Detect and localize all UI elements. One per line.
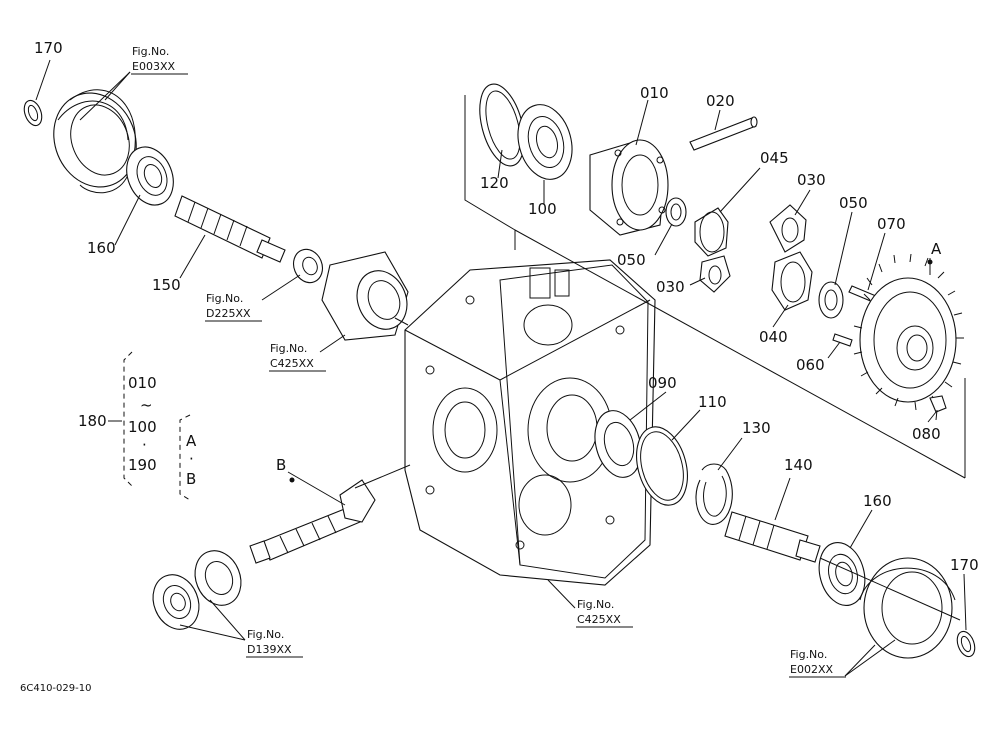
- figure-ref-label: Fig.No.: [790, 648, 827, 661]
- callout-110: 110: [698, 393, 727, 411]
- ring-gear-A: [853, 253, 964, 411]
- callout-160-left: 160: [87, 239, 116, 257]
- figure-ref-code: D225XX: [206, 307, 251, 320]
- bracket-set-dot: ·: [189, 450, 194, 468]
- cover-plate-lower: [859, 557, 956, 659]
- bracket-set-b: B: [186, 470, 196, 488]
- snap-ring-170-top: [23, 99, 43, 127]
- callout-010: 010: [640, 84, 669, 102]
- side-gear-040: [771, 251, 813, 311]
- callout-045: 045: [760, 149, 789, 167]
- pinion-030-lower: [699, 255, 731, 293]
- bracket-last-item: 190: [128, 456, 157, 474]
- assembly-bracket: 180 010 ~ 100 · 190 A · B: [78, 351, 197, 501]
- callout-020: 020: [706, 92, 735, 110]
- callout-140: 140: [784, 456, 813, 474]
- figure-ref-code: E003XX: [132, 60, 175, 73]
- figure-ref-code: E002XX: [790, 663, 833, 676]
- figure-ref-pointers: [79, 71, 896, 677]
- callout-100: 100: [528, 200, 557, 218]
- diff-case-010: [589, 139, 669, 236]
- washer-050-right: [818, 281, 844, 319]
- bracket-range-end: 100: [128, 418, 157, 436]
- pinion-030-upper: [769, 204, 807, 253]
- callout-030-upper: 030: [797, 171, 826, 189]
- figure-ref-e003: Fig.No. E003XX: [131, 45, 188, 75]
- bearing-160-lower: [818, 542, 866, 606]
- figure-ref-code: D139XX: [247, 643, 292, 656]
- bearing-160-upper: [126, 146, 174, 206]
- callout-080: 080: [912, 425, 941, 443]
- bearing-housing-c425: [321, 251, 409, 341]
- callout-090: 090: [648, 374, 677, 392]
- oil-seal-090: [594, 410, 642, 478]
- figure-ref-code: C425XX: [270, 357, 314, 370]
- figure-ref-c425-top: Fig.No. C425XX: [269, 342, 326, 372]
- callout-050-left: 050: [617, 251, 646, 269]
- side-gear-045: [694, 207, 729, 257]
- callout-040: 040: [759, 328, 788, 346]
- bolt-080: [929, 395, 947, 421]
- washer-050-left: [665, 197, 687, 227]
- figure-ref-label: Fig.No.: [132, 45, 169, 58]
- snap-ring-130: [695, 463, 733, 525]
- callout-170-bottom: 170: [950, 556, 979, 574]
- bearing-d139-left: [152, 574, 200, 630]
- figure-ref-label: Fig.No.: [206, 292, 243, 305]
- pinion-shaft-B: [249, 479, 376, 564]
- callout-070: 070: [877, 215, 906, 233]
- figure-reference-labels: Fig.No.E003XXFig.No.D225XXFig.No.C425XXF…: [131, 45, 846, 678]
- ref-dot-B: [289, 477, 295, 483]
- callout-060: 060: [796, 356, 825, 374]
- bearing-100: [517, 104, 573, 180]
- callout-130: 130: [742, 419, 771, 437]
- pin-060: [832, 333, 853, 347]
- callout-050-right: 050: [839, 194, 868, 212]
- pin-020: [689, 116, 758, 151]
- callout-160-right: 160: [863, 492, 892, 510]
- bracket-range-tilde: ~: [140, 396, 153, 414]
- figure-ref-e002: Fig.No. E002XX: [789, 648, 846, 678]
- callout-150: 150: [152, 276, 181, 294]
- figure-ref-label: Fig.No.: [577, 598, 614, 611]
- callout-B-pinion: B: [276, 456, 286, 474]
- shim-110: [636, 426, 688, 506]
- figure-ref-label: Fig.No.: [247, 628, 284, 641]
- bracket-range-start: 010: [128, 374, 157, 392]
- figure-ref-d225: Fig.No. D225XX: [205, 292, 262, 322]
- shaft-150: [174, 195, 286, 263]
- callout-030-lower: 030: [656, 278, 685, 296]
- shaft-140: [724, 511, 821, 563]
- bracket-set-a: A: [186, 432, 197, 450]
- bracket-dot: ·: [142, 436, 147, 454]
- ref-dot-A: [927, 259, 933, 265]
- figure-ref-d139: Fig.No. D139XX: [246, 628, 303, 658]
- document-code: 6C410-029-10: [20, 683, 91, 694]
- figure-ref-c425-bottom: Fig.No. C425XX: [576, 598, 633, 628]
- bracket-number: 180: [78, 412, 107, 430]
- bearing-d139-right: [194, 550, 242, 606]
- callout-120: 120: [480, 174, 509, 192]
- figure-ref-code: C425XX: [577, 613, 621, 626]
- callout-170-top: 170: [34, 39, 63, 57]
- callout-A-gear: A: [931, 240, 942, 258]
- assembly-axes: [354, 95, 966, 621]
- snap-ring-170-bottom: [956, 630, 976, 658]
- coupling-d225: [292, 248, 324, 284]
- figure-ref-label: Fig.No.: [270, 342, 307, 355]
